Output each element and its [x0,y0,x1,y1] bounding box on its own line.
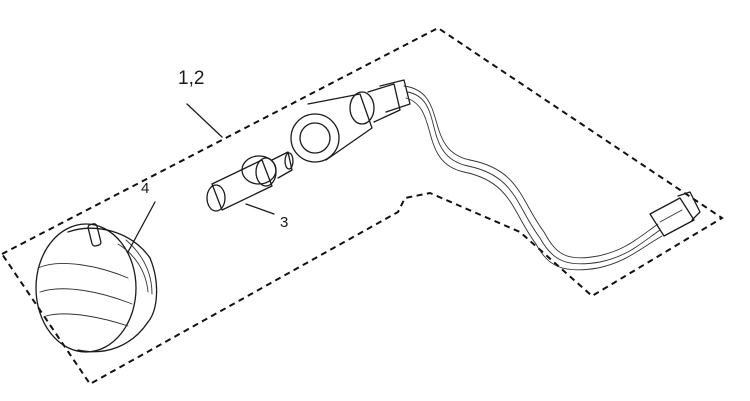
leader-line-assembly [186,103,223,138]
callout-label-lens: 4 [141,180,149,197]
lens [35,223,158,353]
leader-line-lens [127,201,156,253]
assembly-boundary [0,26,724,386]
wire-connector [649,191,701,237]
callout-label-assembly: 1,2 [178,68,204,89]
wire-harness [403,85,663,271]
leader-line-bulb [245,203,275,215]
socket [290,79,411,163]
bulb [206,151,294,212]
callout-label-bulb: 3 [280,214,288,231]
